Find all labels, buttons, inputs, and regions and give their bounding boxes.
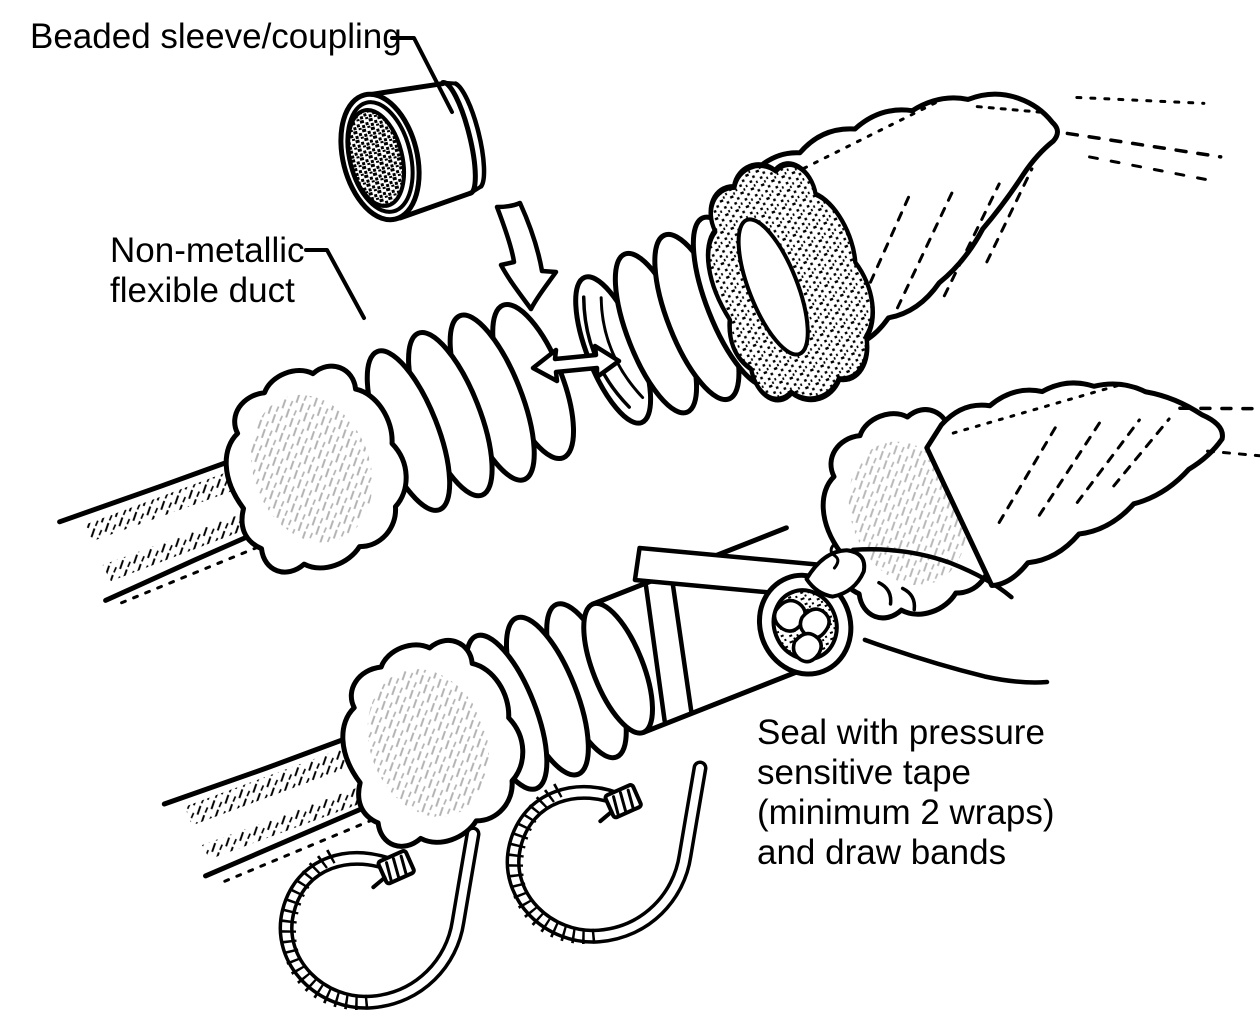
beaded-sleeve-illustration bbox=[338, 80, 487, 223]
flexible-duct-leader-line bbox=[304, 248, 366, 320]
beaded-sleeve-leader-line bbox=[390, 36, 454, 114]
flexible-duct-label-line1: Non-metallic bbox=[110, 231, 305, 270]
seal-instructions-line3: (minimum 2 wraps) bbox=[757, 793, 1055, 832]
insert-arrow-icon bbox=[494, 200, 559, 312]
beaded-sleeve-label: Beaded sleeve/coupling bbox=[30, 17, 402, 56]
seal-instructions-line1: Seal with pressure bbox=[757, 713, 1045, 752]
draw-band-illustration bbox=[513, 768, 700, 937]
upper-duct-illustration bbox=[57, 91, 1223, 605]
seal-instructions-line2: sensitive tape bbox=[757, 753, 971, 792]
draw-band-illustration bbox=[278, 826, 481, 1011]
lower-duct-illustration bbox=[161, 380, 1260, 883]
flexible-duct-label-line2: flexible duct bbox=[110, 271, 295, 310]
tape-roll-illustration bbox=[756, 543, 1050, 685]
double-arrow-icon bbox=[530, 343, 622, 384]
seal-instructions-line4: and draw bands bbox=[757, 833, 1006, 872]
